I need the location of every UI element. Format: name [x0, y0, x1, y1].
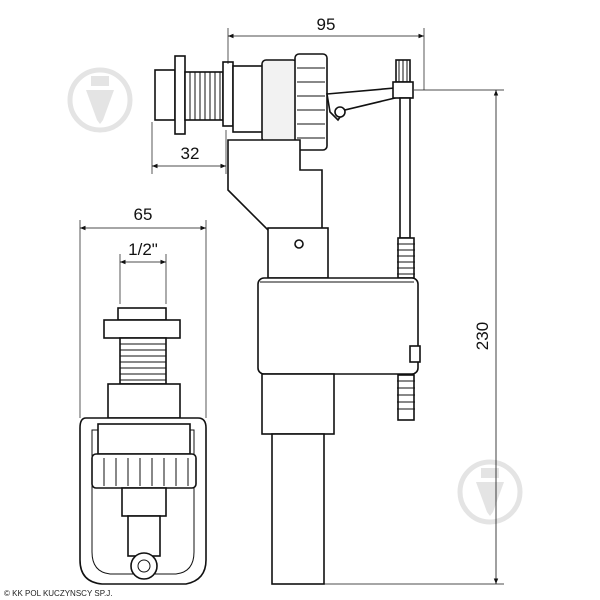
copyright-credit: © KK POL KUCZYNSCY SP.J. [4, 589, 112, 598]
dim-label-65: 65 [134, 205, 153, 224]
pen-nib-icon [457, 459, 523, 525]
float-pivot [130, 552, 158, 580]
inlet-thread [184, 71, 224, 121]
valve-cap [294, 53, 328, 151]
dim-label-230: 230 [473, 322, 492, 350]
dimension-thread-size: 1/2" [119, 240, 167, 304]
front-nut [103, 319, 181, 339]
dim-label-95: 95 [317, 15, 336, 34]
dimension-width-body: 65 [79, 205, 207, 418]
valve-tube [271, 433, 325, 585]
inlet-flange [174, 55, 186, 135]
dimension-height: 230 [324, 89, 504, 585]
adjust-rod [399, 97, 411, 239]
dim-label-32: 32 [181, 144, 200, 163]
front-cap [91, 453, 197, 489]
float-chamber [257, 277, 419, 375]
valve-neck [227, 139, 323, 231]
pen-nib-icon [67, 67, 133, 133]
inlet-nut [154, 69, 176, 121]
dimension-width-top: 95 [227, 15, 425, 90]
rod-spring-upper [397, 237, 415, 279]
side-view [154, 53, 421, 585]
dim-label-half-inch: 1/2" [128, 240, 158, 259]
front-thread [119, 337, 167, 385]
front-view [79, 307, 207, 585]
dimension-thread-length: 32 [151, 122, 227, 174]
